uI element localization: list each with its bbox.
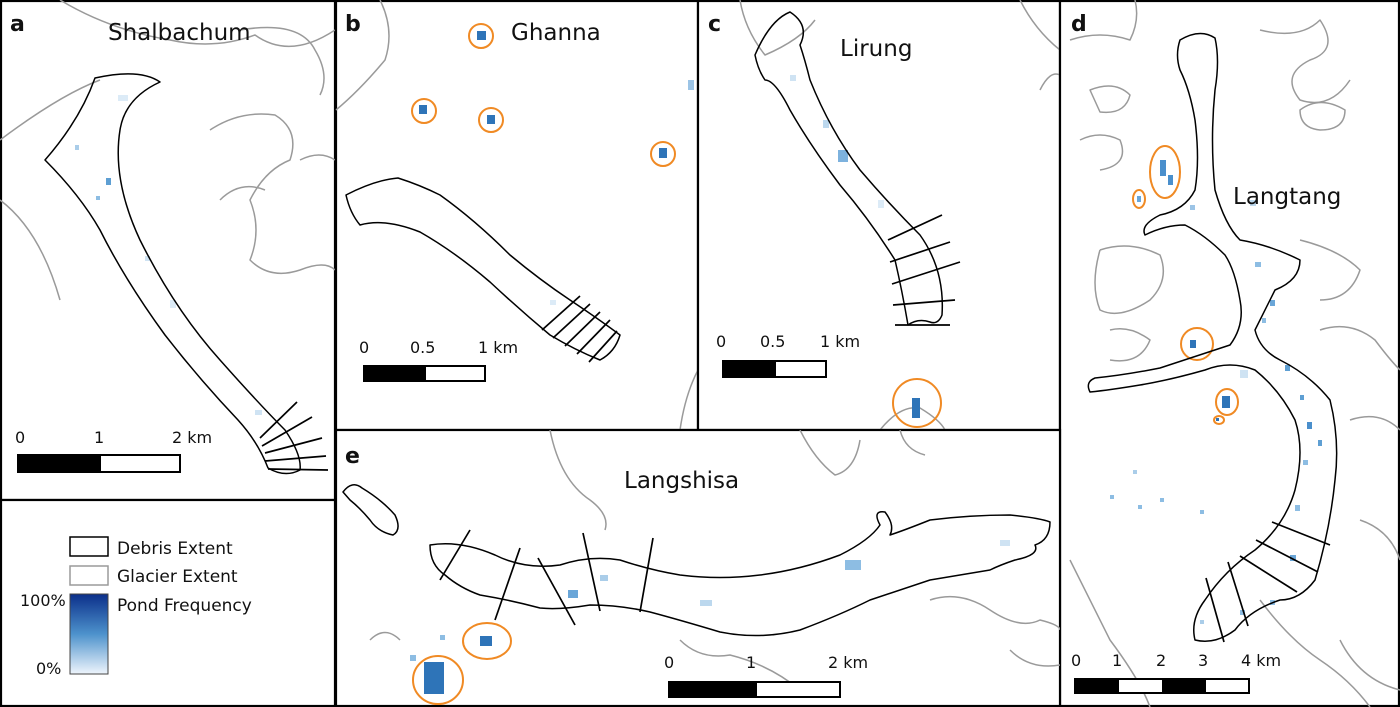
glacier-extent-outline xyxy=(369,430,1060,691)
panel-b-letter: b xyxy=(345,12,361,37)
panel-d-name: Langtang xyxy=(1233,184,1341,210)
scale-tick: 0.5 xyxy=(760,332,785,351)
legend-frame xyxy=(0,498,337,707)
legend-debris-label: Debris Extent xyxy=(117,539,233,559)
scale-tick: 4 km xyxy=(1241,651,1281,670)
scale-bar-b: 0 0.5 1 km xyxy=(359,338,518,382)
panel-c-name: Lirung xyxy=(840,36,912,62)
panel-a-letter: a xyxy=(10,12,25,37)
pond-colorbar xyxy=(69,593,109,675)
scale-bar-d: 0 1 2 3 4 km xyxy=(1071,651,1281,694)
glacier-extent-outline xyxy=(335,0,698,430)
panel-e: e Langshisa 0 1 2 km xyxy=(334,428,1062,707)
panel-e-name: Langshisa xyxy=(624,468,739,494)
panel-b: b Ghanna 0 0.5 1 km xyxy=(334,0,700,432)
pond-frequency-pixels xyxy=(75,95,262,415)
scale-tick: 2 km xyxy=(172,428,212,447)
scale-bar-a: 0 1 2 km xyxy=(15,428,212,473)
pond-frequency-pixels xyxy=(1110,160,1322,624)
colorbar-max-label: 100% xyxy=(20,591,66,610)
legend-glacier-label: Glacier Extent xyxy=(117,567,238,587)
cross-sections xyxy=(887,214,961,326)
scale-bar-c: 0 0.5 1 km xyxy=(716,332,860,378)
panel-d-frame xyxy=(1058,0,1400,707)
panel-c-frame xyxy=(696,0,1062,432)
glacier-extent-outline xyxy=(739,0,1060,430)
glacier-extent-outline xyxy=(0,0,335,301)
scale-tick: 0 xyxy=(716,332,726,351)
debris-extent-outline xyxy=(345,177,621,361)
scale-tick: 1 xyxy=(94,428,104,447)
scale-tick: 1 xyxy=(1112,651,1122,670)
panel-e-letter: e xyxy=(345,444,360,469)
panel-c-letter: c xyxy=(708,12,721,37)
colorbar-min-label: 0% xyxy=(36,659,61,678)
panel-a-name: Shalbachum xyxy=(108,20,251,46)
highlight-rings xyxy=(411,23,676,167)
cross-sections xyxy=(541,295,618,363)
scale-tick: 0 xyxy=(359,338,369,357)
panel-d: d Langtang 0 1 2 3 4 km xyxy=(1058,0,1400,707)
debris-extent-outline xyxy=(429,511,1051,637)
legend: Debris Extent Glacier Extent Pond Freque… xyxy=(0,498,337,707)
panel-d-letter: d xyxy=(1071,12,1087,37)
legend-pond-label: Pond Frequency xyxy=(117,596,252,616)
scale-tick: 1 km xyxy=(478,338,518,357)
scale-tick: 0 xyxy=(15,428,25,447)
pond-frequency-pixels xyxy=(790,75,920,418)
scale-tick: 0.5 xyxy=(410,338,435,357)
panel-c: c Lirung 0 0.5 1 km xyxy=(696,0,1062,432)
scale-tick: 1 km xyxy=(820,332,860,351)
glacier-extent-outline xyxy=(1069,0,1400,707)
highlight-ring xyxy=(892,378,942,428)
highlight-rings xyxy=(1132,145,1239,425)
panel-a-frame xyxy=(0,0,337,502)
cross-sections xyxy=(439,529,654,626)
pond-frequency-pixels xyxy=(419,31,694,305)
cross-sections xyxy=(1205,521,1331,643)
scale-tick: 2 km xyxy=(828,653,868,672)
debris-swatch xyxy=(69,536,109,557)
scale-tick: 0 xyxy=(664,653,674,672)
frozen-lake-outline xyxy=(342,484,399,536)
panel-a: a Shalbachum 0 1 2 km xyxy=(0,0,337,502)
debris-extent-outline xyxy=(754,11,944,326)
cross-sections xyxy=(259,401,329,471)
panel-b-name: Ghanna xyxy=(511,20,601,46)
scale-tick: 3 xyxy=(1198,651,1208,670)
scale-bar-e: 0 1 2 km xyxy=(664,653,868,698)
scale-tick: 1 xyxy=(746,653,756,672)
debris-extent-outline xyxy=(1087,32,1338,642)
pond-frequency-pixels xyxy=(410,540,1010,694)
scale-tick: 0 xyxy=(1071,651,1081,670)
panel-b-frame xyxy=(334,0,700,432)
panel-e-frame xyxy=(334,428,1062,707)
glacier-swatch xyxy=(69,565,109,586)
highlight-rings xyxy=(412,622,512,705)
scale-tick: 2 xyxy=(1156,651,1166,670)
